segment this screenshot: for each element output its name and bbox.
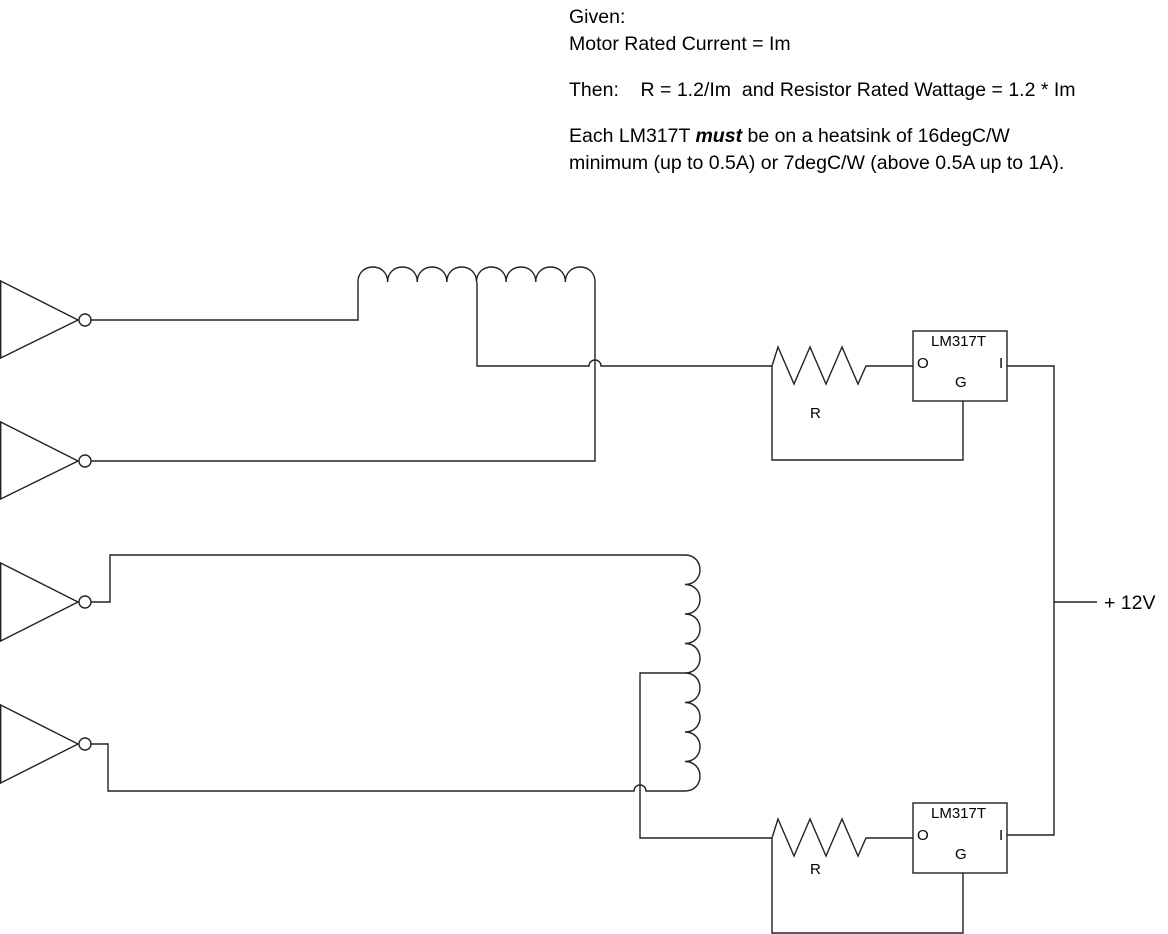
regulator-1-pin-in: I — [999, 355, 1003, 372]
inverter-2 — [0, 420, 92, 501]
resistor-2-label: R — [810, 861, 821, 878]
resistor-1-label: R — [810, 405, 821, 422]
heatsink-note-line1: Each LM317T must be on a heatsink of 16d… — [569, 123, 1076, 150]
inverter-3 — [0, 561, 92, 643]
supply-label: + 12V — [1104, 592, 1156, 614]
bypass-wire-2 — [771, 838, 964, 934]
inverter-4 — [0, 703, 92, 785]
heatsink-pre: Each LM317T — [569, 125, 696, 147]
given-label: Given: — [569, 6, 626, 28]
regulator-2-part: LM317T — [931, 805, 986, 822]
regulator-2-pin-in: I — [999, 827, 1003, 844]
design-notes: Given: Motor Rated Current = Im Then: R … — [569, 4, 1076, 177]
regulator-1-pin-gate: G — [955, 374, 967, 391]
heatsink-emphasis: must — [695, 125, 743, 147]
heatsink-note-line2: minimum (up to 0.5A) or 7degC/W (above 0… — [569, 152, 1065, 174]
wire-coilB-centertap — [639, 672, 772, 839]
regulator-1-pin-out: O — [917, 355, 929, 372]
regulator-2: LM317T O I G — [912, 802, 1008, 874]
resistor-1 — [771, 344, 913, 386]
regulator-2-pin-gate: G — [955, 846, 967, 863]
wire-coilA-centertap — [476, 282, 772, 367]
regulator-1: LM317T O I G — [912, 330, 1008, 402]
wire-inv3-coil — [91, 554, 685, 603]
regulator-1-part: LM317T — [931, 333, 986, 350]
resistor-2 — [771, 816, 913, 858]
motor-coil-a — [357, 266, 596, 283]
regulator-2-pin-out: O — [917, 827, 929, 844]
inverter-1 — [0, 279, 92, 360]
wire-inv2-coil — [91, 282, 596, 462]
supply-rail — [1007, 365, 1055, 836]
heatsink-post: be on a heatsink of 16degC/W — [742, 125, 1010, 147]
resistor-formula-note: Then: R = 1.2/Im and Resistor Rated Watt… — [569, 79, 1076, 101]
motor-current-note: Motor Rated Current = Im — [569, 33, 791, 55]
motor-coil-b — [684, 554, 701, 792]
wire-inv4-coil — [91, 743, 685, 792]
wire-inv1-coil — [91, 282, 359, 321]
bypass-wire-1 — [771, 366, 964, 461]
